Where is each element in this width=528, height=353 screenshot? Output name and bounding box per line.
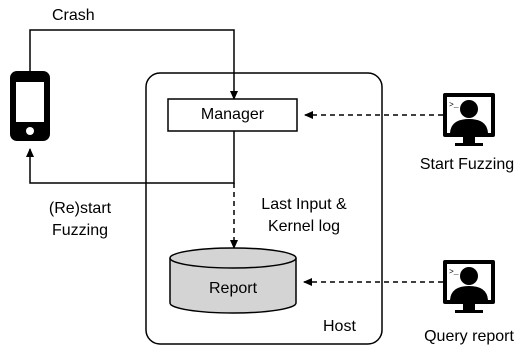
svg-text:>_: >_ bbox=[449, 101, 459, 110]
restart-arrow bbox=[26, 131, 235, 184]
smartphone-icon bbox=[10, 71, 50, 141]
crash-label: Crash bbox=[52, 7, 95, 24]
restart-label-line2: Fuzzing bbox=[51, 222, 109, 239]
host-label: Host bbox=[323, 318, 356, 335]
manager-box bbox=[167, 98, 298, 132]
last-input-label-line1: Last Input & bbox=[261, 196, 347, 213]
restart-label-line1: (Re)start bbox=[48, 200, 112, 217]
report-label: Report bbox=[208, 280, 258, 297]
query-report-label: Query report bbox=[424, 328, 514, 345]
host-box bbox=[145, 72, 383, 345]
user-at-computer-icon: >_ bbox=[443, 93, 495, 146]
manager-label: Manager bbox=[200, 106, 265, 123]
start-fuzzing-label: Start Fuzzing bbox=[419, 156, 515, 173]
crash-arrow bbox=[29, 29, 238, 100]
last-input-label-line2: Kernel log bbox=[267, 218, 341, 235]
report-cylinder bbox=[169, 247, 297, 314]
user-at-computer-icon-bottom: >_ bbox=[443, 260, 495, 313]
svg-text:>_: >_ bbox=[449, 268, 459, 277]
